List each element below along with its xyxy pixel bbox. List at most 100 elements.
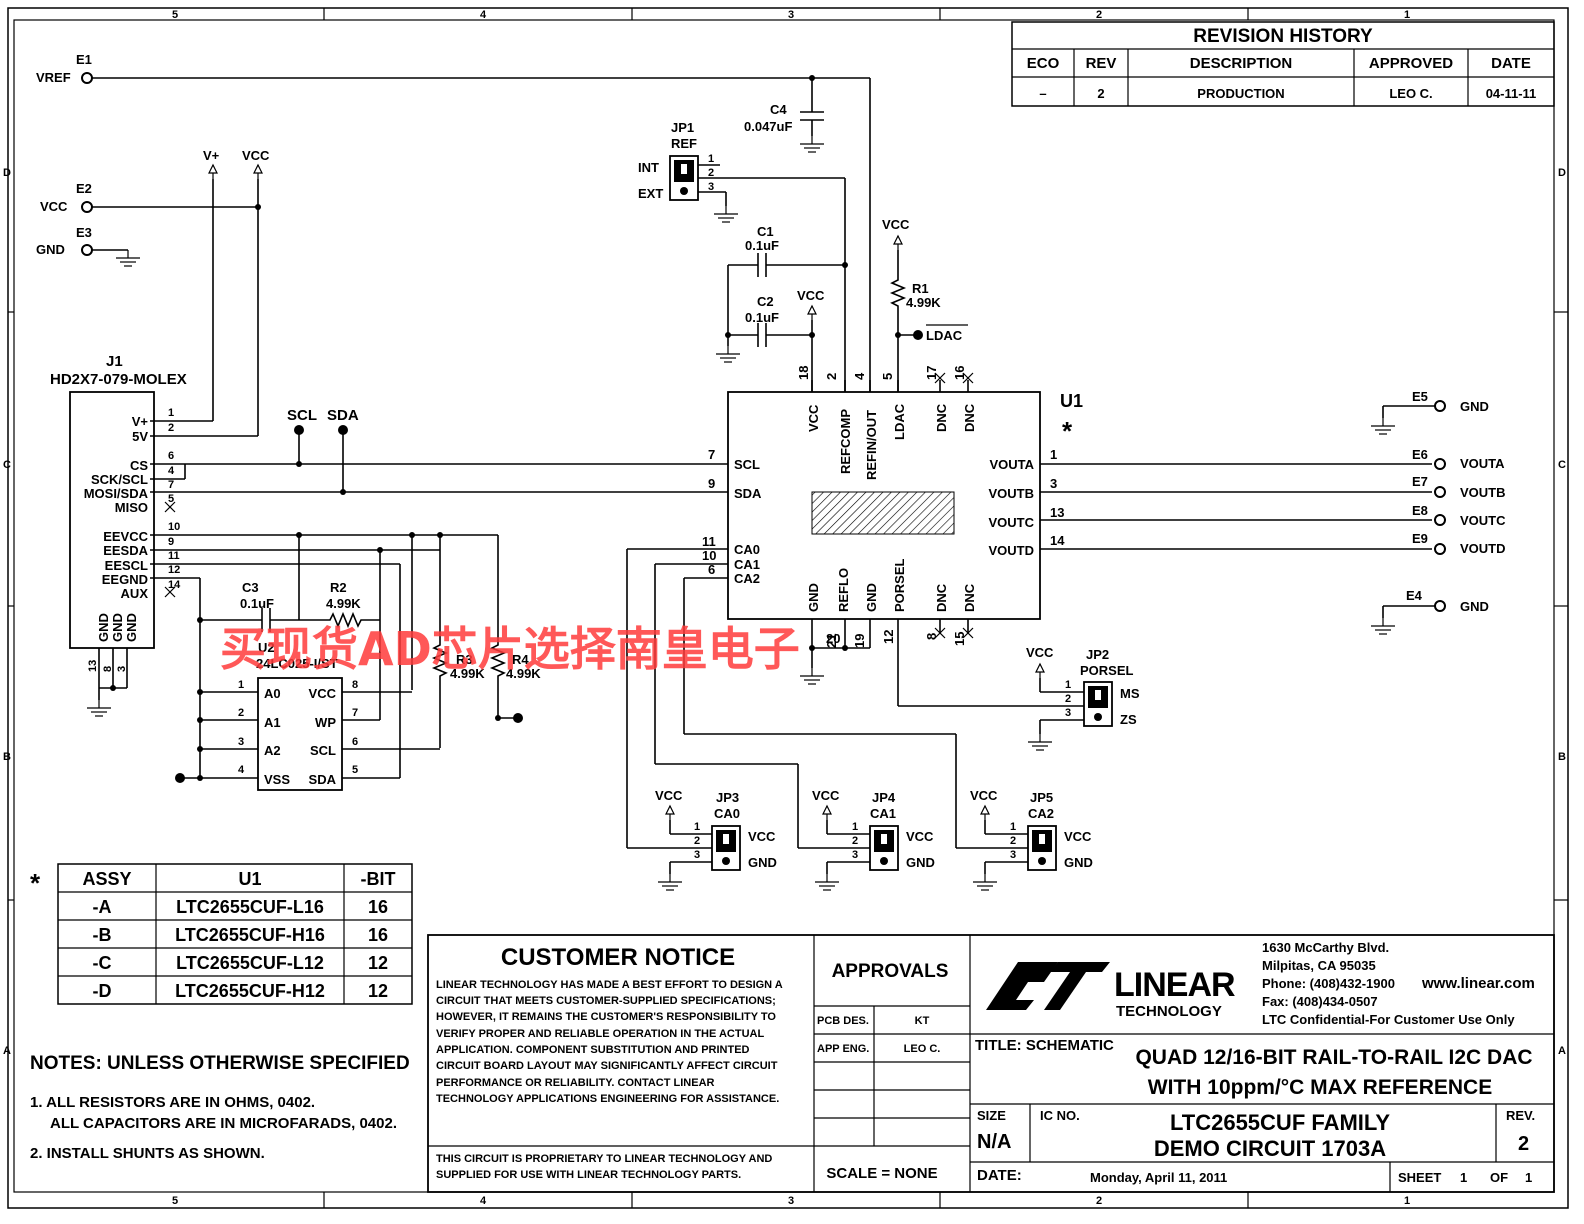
svg-text:15: 15 xyxy=(952,632,967,646)
resistor-r4: R4 4.99K xyxy=(489,640,541,681)
svg-text:*: * xyxy=(30,868,41,898)
jumper-jp1[interactable]: JP1 REF INT EXT 1 2 3 xyxy=(638,120,848,392)
svg-text:10: 10 xyxy=(168,521,180,533)
svg-text:16: 16 xyxy=(952,366,967,380)
svg-text:SCL: SCL xyxy=(734,457,760,472)
svg-text:E3: E3 xyxy=(76,225,92,240)
svg-text:13: 13 xyxy=(1050,505,1064,520)
svg-text:DNC: DNC xyxy=(962,583,977,612)
svg-text:5: 5 xyxy=(352,764,358,776)
svg-text:E4: E4 xyxy=(1406,588,1423,603)
svg-text:REF: REF xyxy=(671,136,697,151)
svg-text:6: 6 xyxy=(708,562,715,577)
svg-text:VCC: VCC xyxy=(882,217,910,232)
i2c-bus: SCL SDA xyxy=(150,407,728,495)
col-label: 4 xyxy=(480,9,487,21)
svg-text:EXT: EXT xyxy=(638,186,663,201)
svg-text:1: 1 xyxy=(1525,1170,1532,1185)
svg-text:CIRCUIT THAT MEETS CUSTOMER-SU: CIRCUIT THAT MEETS CUSTOMER-SUPPLIED SPE… xyxy=(436,995,776,1007)
capacitor-c4: C4 0.047uF xyxy=(744,75,825,153)
svg-text:3: 3 xyxy=(1050,476,1057,491)
output-wiring xyxy=(1040,463,1432,550)
rev-cell: 04-11-11 xyxy=(1486,86,1537,101)
svg-text:DNC: DNC xyxy=(962,403,977,432)
svg-text:8: 8 xyxy=(102,666,114,672)
svg-text:2. INSTALL SHUNTS AS SHOWN.: 2. INSTALL SHUNTS AS SHOWN. xyxy=(30,1145,265,1162)
logo-subtitle: TECHNOLOGY xyxy=(1116,1003,1222,1020)
rev-header: REV xyxy=(1086,55,1117,72)
terminal-e2: E2 VCC xyxy=(40,181,261,214)
svg-text:-B: -B xyxy=(93,925,112,945)
svg-text:16: 16 xyxy=(368,897,388,917)
svg-text:AUX: AUX xyxy=(121,586,149,601)
svg-text:REV.: REV. xyxy=(1506,1108,1535,1123)
svg-text:R3: R3 xyxy=(456,652,473,667)
svg-text:DEMO CIRCUIT 1703A: DEMO CIRCUIT 1703A xyxy=(1154,1136,1386,1161)
col-label: 3 xyxy=(788,1195,794,1207)
svg-text:OF: OF xyxy=(1490,1170,1508,1185)
svg-text:6: 6 xyxy=(352,736,358,748)
svg-text:1: 1 xyxy=(1010,821,1016,833)
svg-text:GND: GND xyxy=(864,583,879,612)
svg-text:JP5: JP5 xyxy=(1030,790,1053,805)
svg-text:MS: MS xyxy=(1120,686,1140,701)
svg-text:VCC: VCC xyxy=(970,788,998,803)
svg-text:4.99K: 4.99K xyxy=(450,666,485,681)
col-label: 3 xyxy=(788,9,794,21)
linear-logo: LINEAR TECHNOLOGY xyxy=(986,962,1236,1020)
svg-text:R2: R2 xyxy=(330,580,347,595)
svg-text:LEO C.: LEO C. xyxy=(904,1043,941,1055)
col-label: 4 xyxy=(480,1195,487,1207)
svg-text:0.047uF: 0.047uF xyxy=(744,119,792,134)
svg-text:VOUTB: VOUTB xyxy=(989,486,1035,501)
svg-text:3: 3 xyxy=(1010,849,1016,861)
svg-text:2: 2 xyxy=(852,835,858,847)
svg-text:TITLE: SCHEMATIC: TITLE: SCHEMATIC xyxy=(975,1037,1114,1054)
svg-text:SHEET: SHEET xyxy=(1398,1170,1441,1185)
svg-text:V+: V+ xyxy=(203,148,220,163)
svg-text:EEGND: EEGND xyxy=(102,572,148,587)
svg-text:CUSTOMER NOTICE: CUSTOMER NOTICE xyxy=(501,944,735,971)
col-label: 5 xyxy=(172,9,178,21)
svg-text:E1: E1 xyxy=(76,52,92,67)
svg-text:3: 3 xyxy=(852,849,858,861)
row-label: A xyxy=(1558,1045,1566,1057)
svg-text:13: 13 xyxy=(87,660,99,672)
svg-text:HOWEVER, IT REMAINS THE CUSTOM: HOWEVER, IT REMAINS THE CUSTOMER'S RESPO… xyxy=(436,1011,776,1023)
resistor-r2: R2 4.99K xyxy=(299,580,380,629)
col-label: 1 xyxy=(1404,1195,1410,1207)
col-label: 2 xyxy=(1096,9,1102,21)
jumper-jp4[interactable]: VCC JP4 CA1 1 2 3 VCC GND xyxy=(798,788,935,891)
svg-text:INT: INT xyxy=(638,160,659,175)
svg-text:ZS: ZS xyxy=(1120,712,1137,727)
svg-text:APPLICATION. COMPONENT SUBSTI: APPLICATION. COMPONENT SUBSTITUTION AND … xyxy=(436,1044,750,1056)
svg-text:3: 3 xyxy=(694,849,700,861)
svg-text:CIRCUIT BOARD LAYOUT MAY SIGNI: CIRCUIT BOARD LAYOUT MAY SIGNIFICANTLY A… xyxy=(436,1060,778,1072)
svg-text:4: 4 xyxy=(238,764,245,776)
jumper-jp2[interactable]: VCC JP2 PORSEL 1 2 3 MS ZS xyxy=(1026,645,1140,751)
svg-text:7: 7 xyxy=(168,479,174,491)
revision-history-table: REVISION HISTORY ECO REV DESCRIPTION APP… xyxy=(1011,21,1555,107)
svg-text:2: 2 xyxy=(168,422,174,434)
svg-text:CA2: CA2 xyxy=(1028,806,1054,821)
terminal-e8: E8 VOUTC xyxy=(1412,503,1506,528)
svg-text:24LC025-I/ST: 24LC025-I/ST xyxy=(256,656,338,671)
svg-text:4.99K: 4.99K xyxy=(506,666,541,681)
svg-text:GND: GND xyxy=(36,242,65,257)
svg-text:C3: C3 xyxy=(242,580,259,595)
vplus-power-arrow: V+ xyxy=(150,148,220,422)
svg-text:GND: GND xyxy=(124,613,139,642)
rev-header: ECO xyxy=(1027,55,1060,72)
svg-text:LINEAR TECHNOLOGY HAS MADE A B: LINEAR TECHNOLOGY HAS MADE A BEST EFFORT… xyxy=(436,979,783,991)
svg-text:E7: E7 xyxy=(1412,474,1428,489)
svg-text:www.linear.com: www.linear.com xyxy=(1421,975,1535,992)
jumper-jp5[interactable]: VCC JP5 CA2 1 2 3 VCC GND xyxy=(956,788,1093,891)
svg-text:1: 1 xyxy=(1050,447,1057,462)
svg-text:4: 4 xyxy=(852,372,867,380)
jumper-jp3[interactable]: VCC JP3 CA0 1 2 3 VCC GND xyxy=(627,788,777,891)
svg-text:18: 18 xyxy=(796,366,811,380)
svg-text:1: 1 xyxy=(852,821,858,833)
svg-text:JP1: JP1 xyxy=(671,120,694,135)
svg-text:VCC: VCC xyxy=(1026,645,1054,660)
rev-cell: PRODUCTION xyxy=(1197,86,1284,101)
